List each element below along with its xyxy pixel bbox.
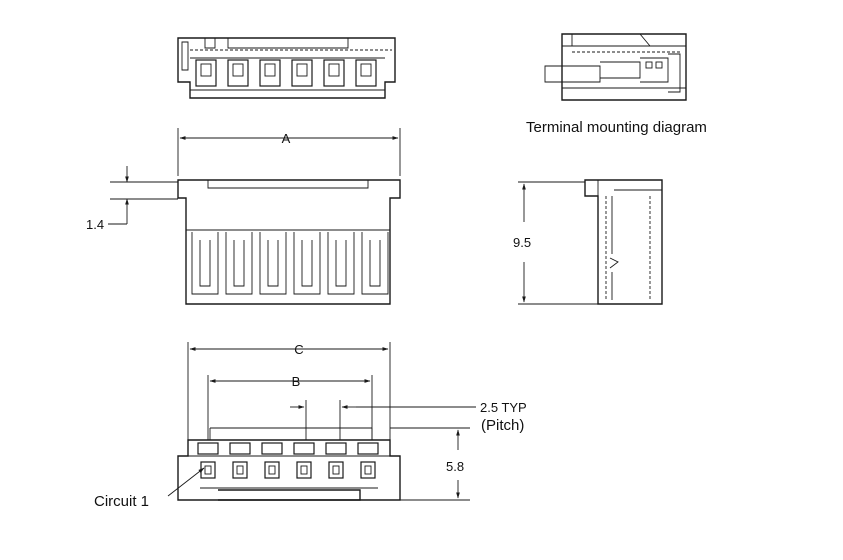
side-view: 9.5 bbox=[513, 179, 663, 305]
terminal-mounting-label: Terminal mounting diagram bbox=[526, 119, 707, 136]
dimension-a-label: A bbox=[282, 131, 291, 146]
dimension-9-5-label: 9.5 bbox=[513, 235, 531, 250]
dimension-b-label: B bbox=[292, 374, 301, 389]
pitch-typ-label: 2.5 TYP bbox=[480, 400, 527, 415]
top-view bbox=[177, 37, 396, 99]
front-view: A 1.4 bbox=[86, 128, 401, 305]
dimension-5-8-label: 5.8 bbox=[446, 459, 464, 474]
dimension-c-label: C bbox=[294, 342, 303, 357]
bottom-view: C B 2.5 TYP (Pitch) bbox=[94, 342, 527, 510]
terminal-mounting-view: Terminal mounting diagram bbox=[526, 33, 707, 136]
front-view-contacts bbox=[191, 232, 389, 295]
top-view-slots bbox=[195, 59, 377, 87]
circuit-1-label: Circuit 1 bbox=[94, 493, 149, 510]
pitch-label: (Pitch) bbox=[481, 417, 524, 434]
dimension-1-4-label: 1.4 bbox=[86, 217, 104, 232]
bottom-view-cavities bbox=[197, 442, 379, 479]
